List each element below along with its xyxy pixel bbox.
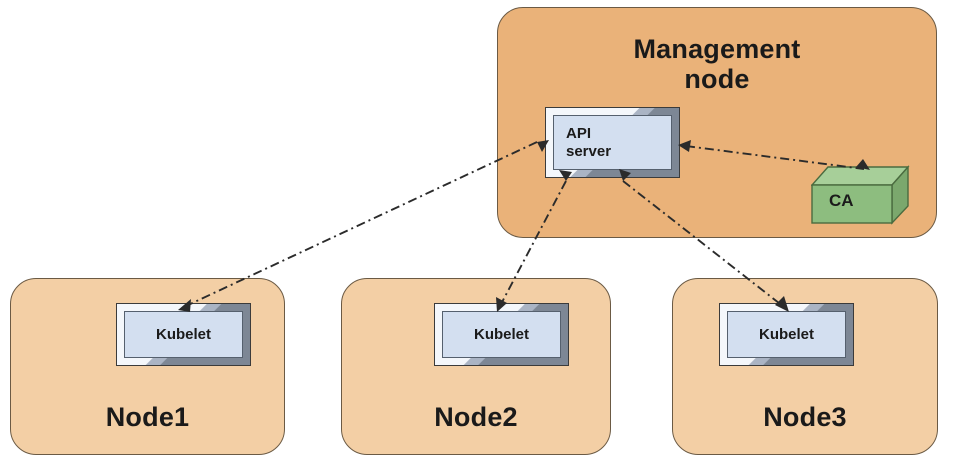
ca-box-shape: [811, 165, 910, 225]
api-server-inner: API server: [553, 115, 672, 170]
kubelet-label-node3: Kubelet: [758, 325, 814, 343]
kubelet-inner-node1: Kubelet: [124, 311, 243, 358]
node-container-node1: Kubelet Node1: [10, 278, 285, 455]
node-title-node1: Node1: [105, 401, 190, 432]
api-server-box[interactable]: API server: [545, 107, 680, 178]
node-title-node2: Node2: [434, 401, 518, 432]
kubelet-label-node2: Kubelet: [473, 325, 529, 343]
api-server-label: API server: [566, 124, 612, 160]
ca-label: CA: [829, 191, 854, 210]
kubelet-box-node1[interactable]: Kubelet: [116, 303, 251, 366]
kubelet-inner-node3: Kubelet: [727, 311, 846, 358]
kubelet-box-node2[interactable]: Kubelet: [434, 303, 569, 366]
kubelet-box-node3[interactable]: Kubelet: [719, 303, 854, 366]
management-node-title: Management node: [633, 34, 801, 95]
management-node-container: Management node API server CA: [497, 7, 937, 238]
node-container-node2: Kubelet Node2: [341, 278, 611, 455]
kubelet-label-node1: Kubelet: [155, 325, 211, 343]
node-title-node3: Node3: [763, 401, 847, 432]
node-container-node3: Kubelet Node3: [672, 278, 938, 455]
ca-box[interactable]: CA: [811, 165, 910, 225]
kubelet-inner-node2: Kubelet: [442, 311, 561, 358]
